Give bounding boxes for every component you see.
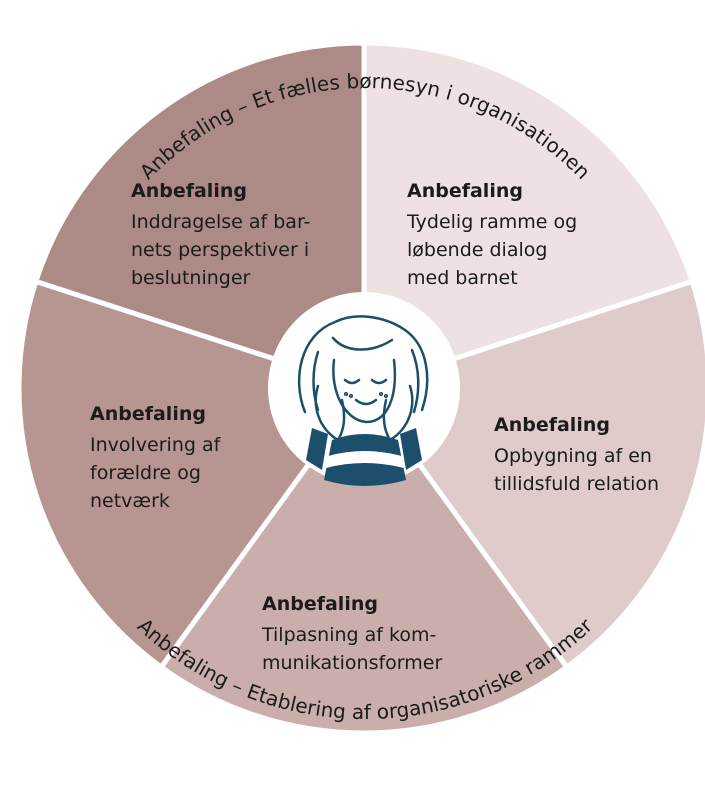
segment-line: Tydelig ramme og	[406, 211, 577, 233]
segment-line: Opbygning af en	[494, 445, 652, 467]
segment-line: med barnet	[407, 267, 518, 289]
segment-child-perspectives	[32, 40, 367, 392]
segment-communication-text: Anbefaling Tilpasning af kom- munikation…	[261, 593, 442, 674]
segment-line: beslutninger	[131, 267, 251, 289]
segment-child-perspectives-text: Anbefaling Inddragelse af bar- nets pers…	[131, 180, 310, 289]
segment-line: tillidsfuld relation	[494, 473, 659, 495]
segment-title: Anbefaling	[262, 593, 378, 615]
child-smiling-icon	[297, 315, 429, 442]
segment-involve-parents-text: Anbefaling Involvering af forældre og ne…	[90, 403, 222, 512]
segment-title: Anbefaling	[131, 180, 247, 202]
segment-line: munikationsformer	[262, 652, 442, 674]
segment-line: nets perspektiver i	[131, 239, 309, 261]
segment-communication	[157, 383, 571, 736]
segment-clear-frame	[361, 40, 696, 392]
segment-trust-relation-text: Anbefaling Opbygning af en tillidsfuld r…	[494, 414, 659, 495]
segment-line: Inddragelse af bar-	[131, 211, 310, 233]
segment-line: forældre og	[90, 462, 201, 484]
segment-line: Involvering af	[90, 434, 222, 456]
segment-line: løbende dialog	[407, 239, 547, 261]
segment-line: Tilpasning af kom-	[261, 624, 436, 646]
segment-clear-frame-text: Anbefaling Tydelig ramme og løbende dial…	[406, 180, 577, 289]
segment-title: Anbefaling	[494, 414, 610, 436]
wheel-segments	[16, 40, 705, 736]
segment-title: Anbefaling	[90, 403, 206, 425]
segment-line: netværk	[90, 490, 170, 512]
center-medallion	[268, 292, 460, 486]
segment-title: Anbefaling	[407, 180, 523, 202]
